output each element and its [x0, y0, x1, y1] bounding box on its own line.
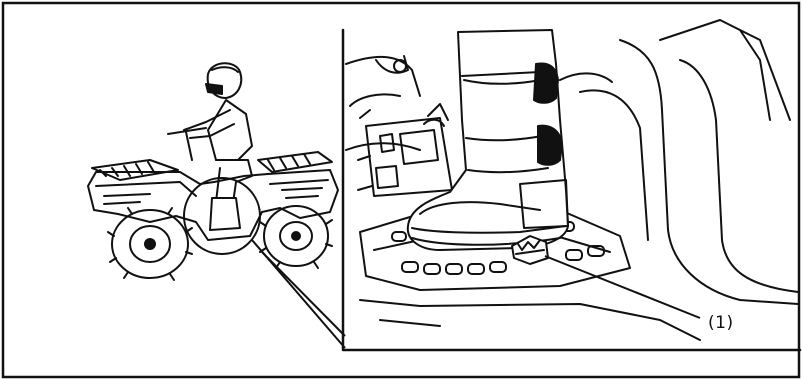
rear-wheel [108, 208, 192, 280]
handlebar [168, 128, 206, 160]
boot [408, 30, 568, 250]
atv-rider-illustration [88, 63, 338, 280]
footrest-detail-illustration [343, 20, 800, 350]
detail-panel-border [343, 30, 800, 350]
mechanism-bracket [366, 118, 452, 196]
rider [184, 63, 252, 230]
callout-label-1: (1) [708, 313, 734, 333]
fender-curve [580, 90, 648, 240]
detail-connector-lines [252, 240, 345, 348]
callout-leader-line [545, 256, 700, 318]
rear-rack [92, 160, 178, 180]
